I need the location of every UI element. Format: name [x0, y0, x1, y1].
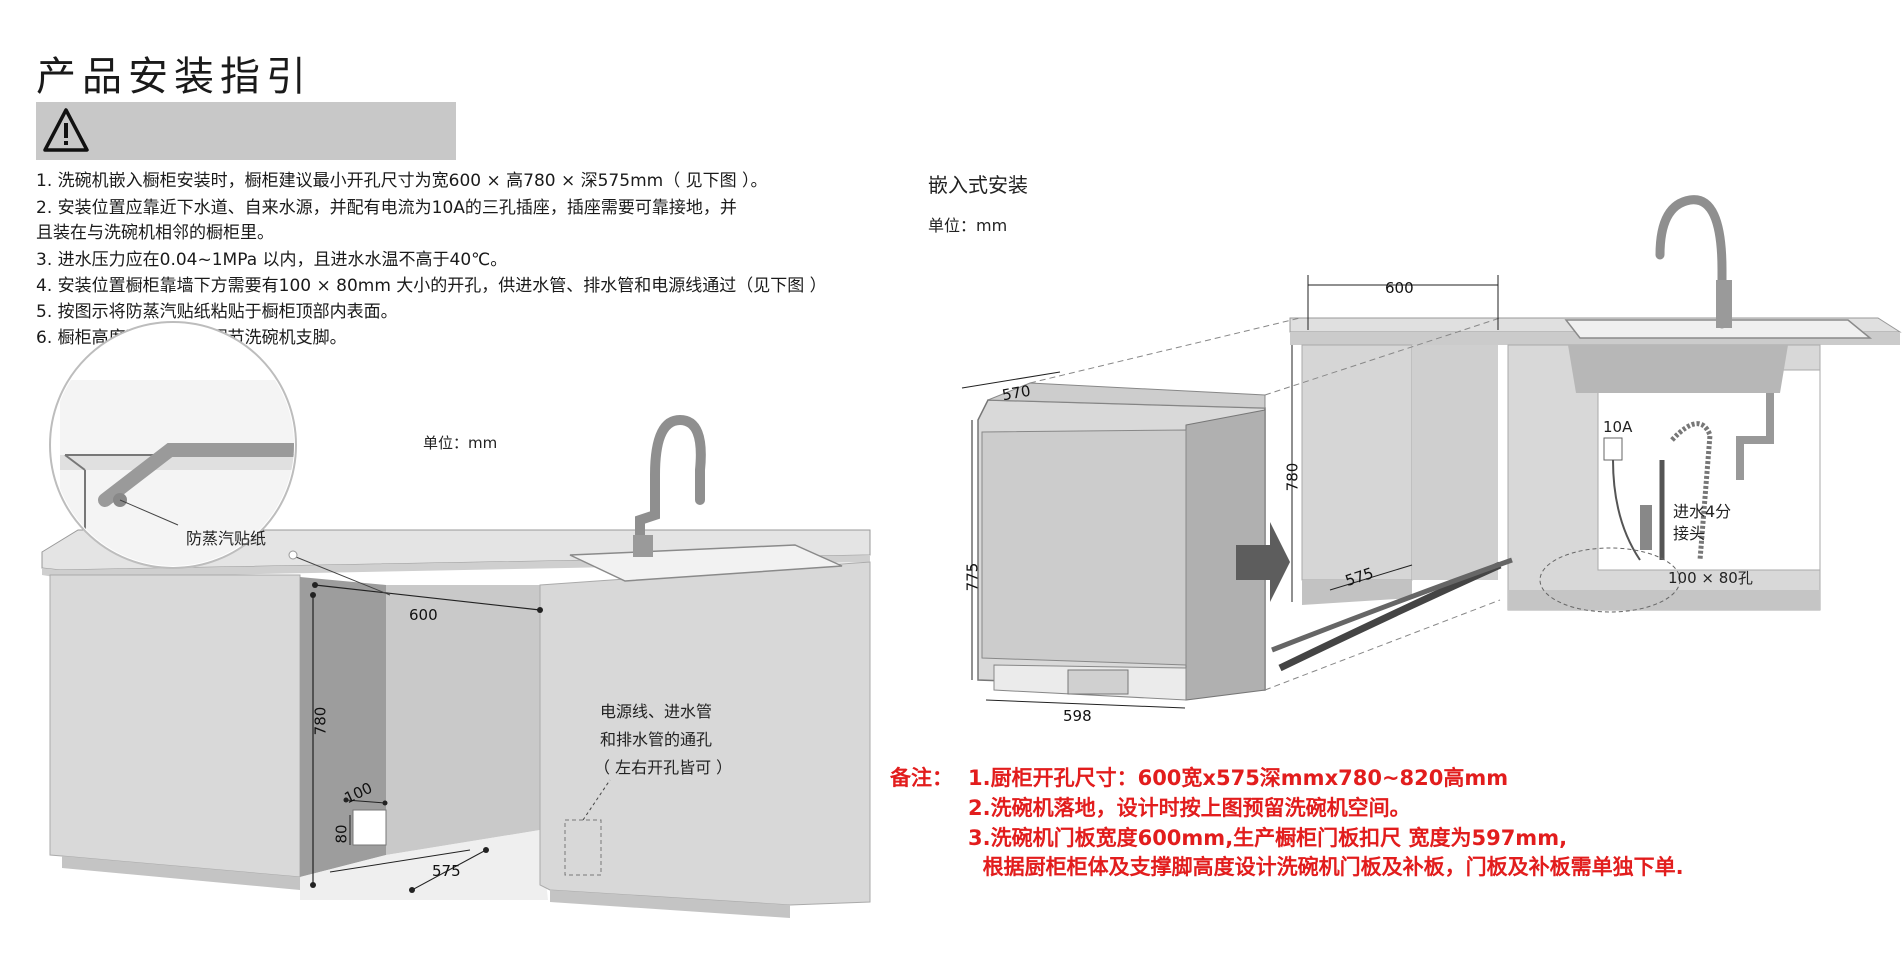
hole-note-line-3: （ 左右开孔皆可 ）	[594, 758, 733, 777]
note-line-3: 3.洗碗机门板宽度600mm,生产橱柜门板扣尺 宽度为597mm,	[968, 826, 1568, 850]
water-inlet-label-1: 进水4分	[1673, 502, 1732, 521]
water-inlet-label-2: 接头	[1673, 524, 1706, 543]
instruction-5: 5. 按图示将防蒸汽贴纸粘贴于橱柜顶部内表面。	[36, 302, 398, 322]
page-title: 产品安装指引	[36, 54, 312, 100]
instruction-2b: 且装在与洗碗机相邻的橱柜里。	[36, 223, 274, 243]
hole-size-label: 100 × 80孔	[1668, 569, 1753, 587]
right-dim-cabinet-height: 780	[1283, 462, 1302, 492]
sticker-label: 防蒸汽贴纸	[186, 529, 267, 548]
right-dim-top-width: 600	[1385, 279, 1414, 297]
right-dim-machine-height: 775	[963, 562, 982, 592]
note-line-4: 根据厨柜柜体及支撑脚高度设计洗碗机门板及补板，门板及补板需单独下单.	[968, 855, 1684, 879]
notes-label: 备注：	[890, 766, 953, 790]
instruction-1: 1. 洗碗机嵌入橱柜安装时，橱柜建议最小开孔尺寸为宽600 × 高780 × 深…	[36, 171, 768, 191]
hole-note-line-1: 电源线、进水管	[600, 702, 713, 721]
right-dim-machine-width: 598	[1063, 707, 1092, 725]
warning-icon	[43, 108, 89, 152]
left-unit-label: 单位：mm	[423, 434, 498, 452]
socket-label: 10A	[1603, 418, 1633, 436]
warning-bar	[36, 102, 456, 160]
note-line-2: 2.洗碗机落地，设计时按上图预留洗碗机空间。	[968, 796, 1411, 820]
right-title: 嵌入式安装	[928, 173, 1028, 197]
instruction-2: 2. 安装位置应靠近下水道、自来水源，并配有电流为10A的三孔插座，插座需要可靠…	[36, 198, 737, 218]
left-dim-width: 600	[409, 606, 438, 624]
right-unit-label: 单位：mm	[928, 216, 1008, 235]
instruction-3: 3. 进水压力应在0.04~1MPa 以内，且进水水温不高于40℃。	[36, 250, 508, 270]
hole-note-line-2: 和排水管的通孔	[600, 730, 713, 749]
instruction-4: 4. 安装位置橱柜靠墙下方需要有100 × 80mm 大小的开孔，供进水管、排水…	[36, 276, 827, 296]
left-dim-depth: 575	[432, 862, 461, 880]
note-line-1: 1.厨柜开孔尺寸：600宽x575深mmx780~820高mm	[968, 766, 1509, 790]
